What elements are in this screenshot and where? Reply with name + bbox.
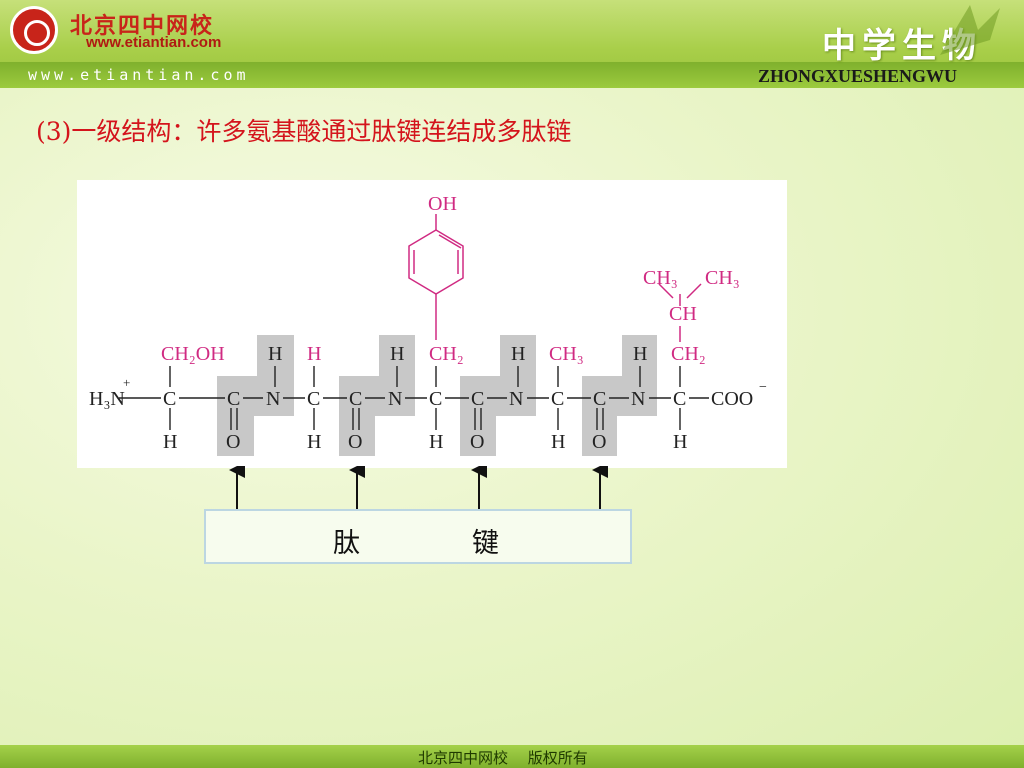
label-minus: − — [759, 380, 767, 395]
label-n-4: N — [631, 388, 645, 410]
label-ch3-ala: CH₃ — [549, 343, 584, 365]
side-chain-bonds — [408, 214, 702, 342]
strip-url: www.etiantian.com — [28, 66, 250, 84]
label-h3n: H₃N — [89, 388, 125, 410]
label-c-carbonyl-4: C — [593, 388, 606, 410]
school-logo-icon — [10, 6, 58, 54]
side-chain-labels: CH₂OH H OH CH₂ CH₃ CH₃ CH₃ CH CH₂ — [161, 193, 740, 365]
label-jian: 键 — [472, 528, 499, 559]
label-o-4: O — [592, 431, 606, 453]
slide-title: (3)一级结构：许多氨基酸通过肽键连结成多肽链 — [36, 117, 572, 146]
peptide-bond-highlights — [217, 335, 657, 456]
peptide-bond-arrows — [229, 466, 608, 510]
header-strip — [0, 62, 1024, 88]
label-c-alpha-4: C — [551, 388, 564, 410]
label-plus: + — [123, 375, 130, 390]
backbone-labels: H₃N + C C C C C C C C C N N N N H H H H … — [89, 343, 767, 453]
label-c-alpha-1: C — [163, 388, 176, 410]
label-ch: CH — [669, 303, 697, 325]
peptide-highlight-1 — [217, 335, 294, 456]
label-o-1: O — [226, 431, 240, 453]
backbone-bonds — [119, 366, 709, 430]
label-ch2-tyr: CH₂ — [429, 343, 464, 365]
label-n-3: N — [509, 388, 523, 410]
label-glycine-h: H — [307, 343, 321, 365]
label-ch3-b: CH₃ — [705, 267, 740, 289]
label-n-1: N — [266, 388, 280, 410]
label-n-2: N — [388, 388, 402, 410]
peptide-chain-diagram: CH₂OH H OH CH₂ CH₃ CH₃ CH₃ CH CH₂ H₃N + … — [77, 180, 787, 468]
label-nh-4: H — [633, 343, 647, 365]
label-c-carbonyl-2: C — [349, 388, 362, 410]
school-name: 北京四中网校 — [70, 13, 215, 39]
label-ch2oh: CH₂OH — [161, 343, 225, 365]
label-oh: OH — [428, 193, 457, 215]
label-c-alpha-2: C — [307, 388, 320, 410]
label-o-3: O — [470, 431, 484, 453]
label-c-alpha-5: C — [673, 388, 686, 410]
label-tai: 肽 — [333, 528, 360, 559]
label-ch2-leu: CH₂ — [671, 343, 706, 365]
school-url: www.etiantian.com — [86, 34, 222, 51]
label-ch3-a: CH₃ — [643, 267, 678, 289]
label-h-below-2: H — [307, 431, 321, 453]
label-c-alpha-3: C — [429, 388, 442, 410]
footer-copyright: 北京四中网校 版权所有 — [418, 749, 588, 767]
subject-pinyin: ZHONGXUESHENGWU — [758, 66, 958, 86]
label-h-below-5: H — [673, 431, 687, 453]
peptide-bond-label-box: 肽 键 — [204, 509, 632, 564]
label-c-carbonyl-1: C — [227, 388, 240, 410]
label-nh-3: H — [511, 343, 525, 365]
peptide-highlight-3 — [460, 335, 536, 456]
label-o-2: O — [348, 431, 362, 453]
label-h-below-4: H — [551, 431, 565, 453]
label-nh-1: H — [268, 343, 282, 365]
label-c-carbonyl-3: C — [471, 388, 484, 410]
peptide-highlight-2 — [339, 335, 415, 456]
label-h-below-1: H — [163, 431, 177, 453]
label-coo: COO — [711, 388, 753, 410]
peptide-highlight-4 — [582, 335, 657, 456]
label-h-below-3: H — [429, 431, 443, 453]
butterfly-leaf-icon — [940, 5, 1000, 55]
footer-bar: 北京四中网校 版权所有 — [0, 745, 1024, 768]
label-nh-2: H — [390, 343, 404, 365]
header-bar: 北京四中网校 www.etiantian.com www.etiantian.c… — [0, 0, 1024, 88]
